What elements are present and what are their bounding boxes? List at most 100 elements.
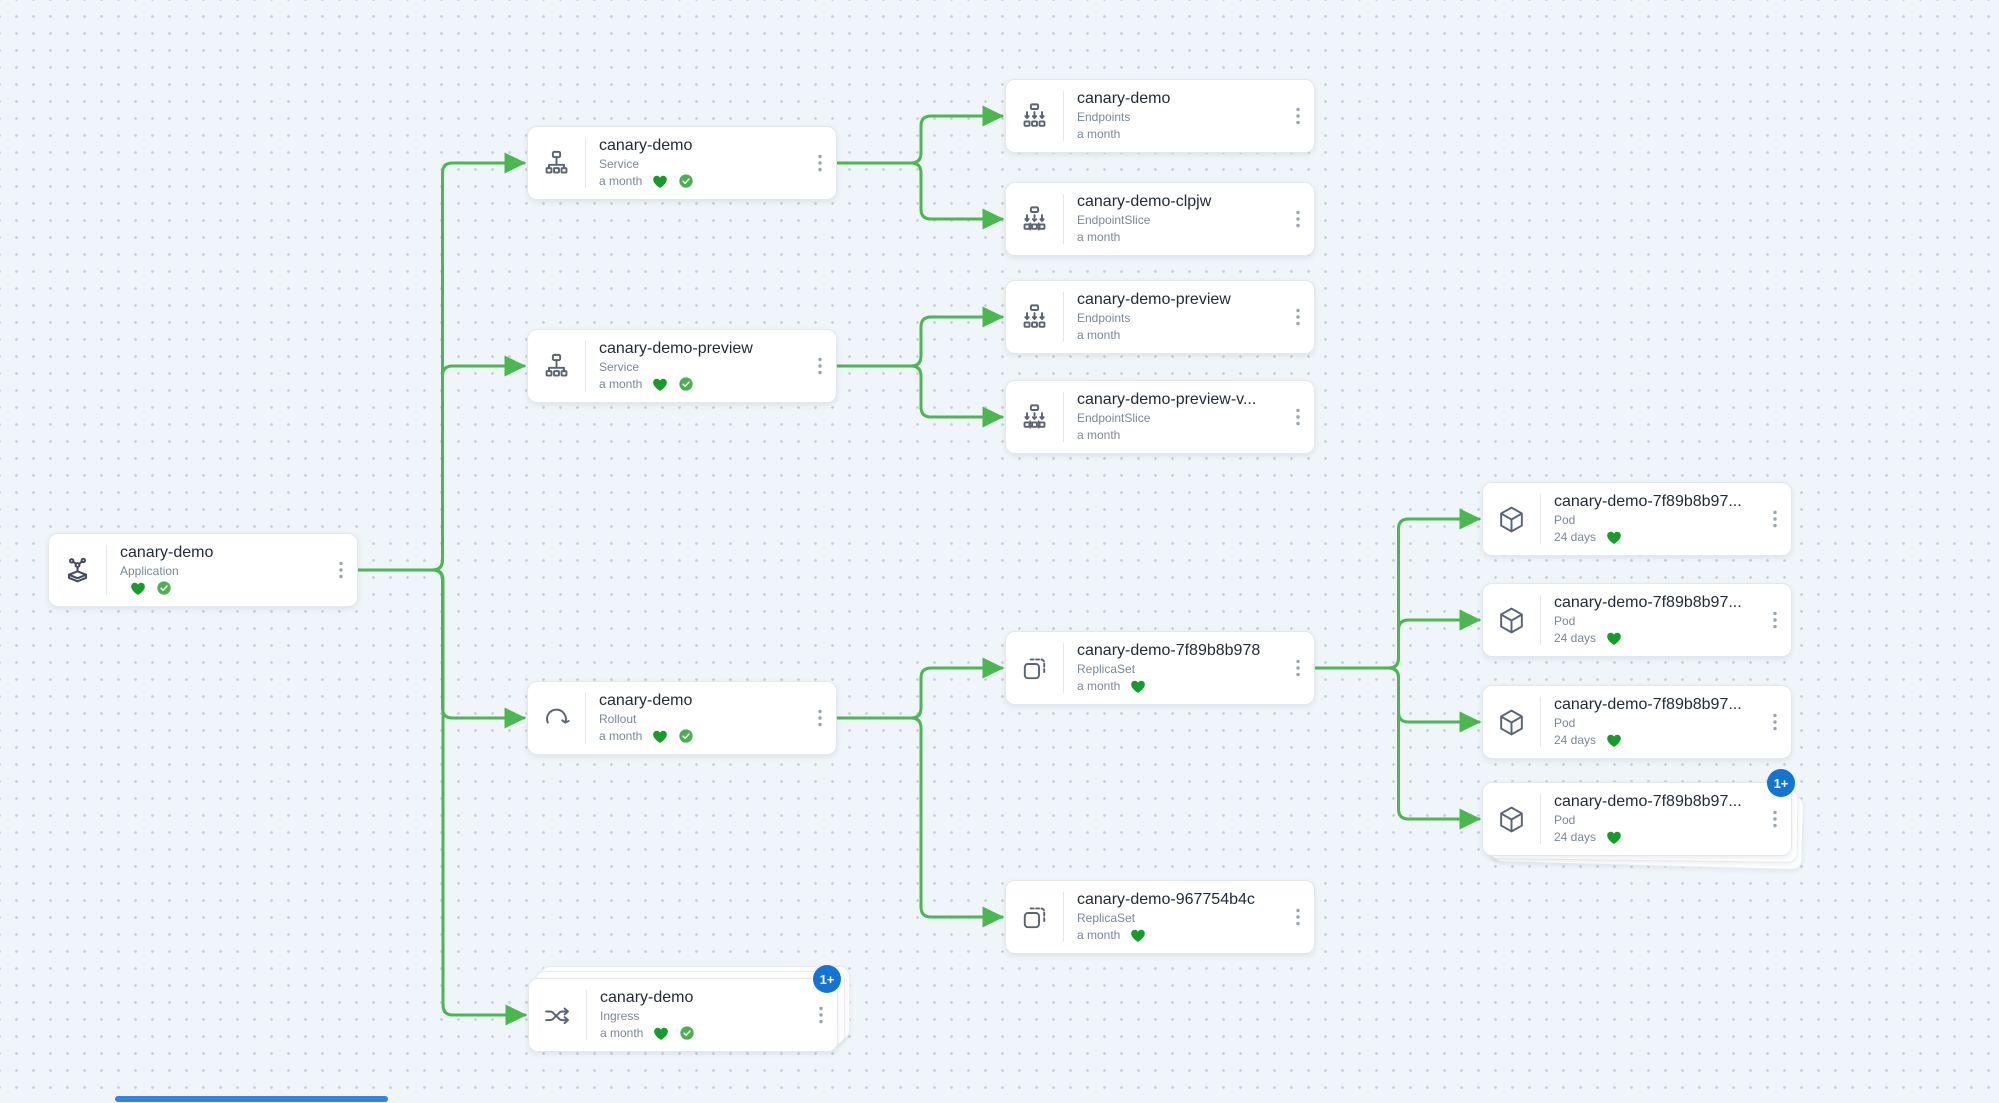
resource-age: 24 days bbox=[1554, 733, 1597, 747]
resource-age: 24 days bbox=[1554, 631, 1597, 645]
card-divider bbox=[1540, 494, 1541, 544]
endpoints-icon bbox=[1006, 281, 1063, 353]
resource-node-pod[interactable]: canary-demo-7f89b8b97... Pod 24 days bbox=[1482, 583, 1792, 657]
resource-card[interactable]: canary-demo-7f89b8b97... Pod 24 days bbox=[1482, 583, 1792, 657]
resource-meta: a month bbox=[1077, 228, 1282, 246]
more-items-badge[interactable]: 1+ bbox=[813, 965, 841, 993]
card-divider bbox=[585, 693, 586, 743]
resource-card[interactable]: canary-demo Rollout a month bbox=[527, 681, 837, 755]
synced-check-icon bbox=[678, 376, 694, 392]
resource-node-ingress[interactable]: canary-demo Ingress a month 1+ bbox=[528, 965, 850, 1052]
resource-text: canary-demo-7f89b8b97... Pod 24 days bbox=[1541, 483, 1759, 555]
resource-meta: 24 days bbox=[1554, 828, 1759, 846]
resource-meta: a month bbox=[1077, 677, 1282, 695]
node-menu-button[interactable] bbox=[1759, 783, 1791, 855]
resource-node-replicaset[interactable]: canary-demo-7f89b8b978 ReplicaSet a mont… bbox=[1005, 631, 1315, 705]
kebab-icon bbox=[1296, 210, 1300, 228]
resource-age: 24 days bbox=[1554, 530, 1597, 544]
node-menu-button[interactable] bbox=[1759, 686, 1791, 758]
resource-card[interactable]: canary-demo Application bbox=[48, 533, 358, 607]
node-menu-button[interactable] bbox=[1282, 80, 1314, 152]
resource-node-endpoints[interactable]: canary-demo Endpoints a month bbox=[1005, 79, 1315, 153]
kebab-icon bbox=[339, 561, 343, 579]
resource-node-pod[interactable]: canary-demo-7f89b8b97... Pod 24 days bbox=[1482, 482, 1792, 556]
resource-card[interactable]: canary-demo Service a month bbox=[527, 126, 837, 200]
resource-meta: a month bbox=[1077, 326, 1282, 344]
resource-card[interactable]: canary-demo-preview-v... EndpointSlice a… bbox=[1005, 380, 1315, 454]
replicaset-icon bbox=[1006, 881, 1063, 953]
node-menu-button[interactable] bbox=[805, 979, 837, 1051]
resource-card[interactable]: canary-demo-clpjw EndpointSlice a month bbox=[1005, 182, 1315, 256]
synced-check-icon bbox=[678, 728, 694, 744]
resource-age: a month bbox=[599, 174, 643, 188]
resource-age: 24 days bbox=[1554, 830, 1597, 844]
resource-kind: Pod bbox=[1554, 716, 1576, 730]
node-menu-button[interactable] bbox=[804, 682, 836, 754]
resource-name: canary-demo-7f89b8b97... bbox=[1554, 696, 1742, 713]
resource-kind: ReplicaSet bbox=[1077, 911, 1136, 925]
resource-kind: EndpointSlice bbox=[1077, 213, 1151, 227]
resource-name: canary-demo-967754b4c bbox=[1077, 891, 1255, 908]
replicaset-icon bbox=[1006, 632, 1063, 704]
resource-card[interactable]: canary-demo Ingress a month 1+ bbox=[528, 965, 841, 1052]
resource-card[interactable]: canary-demo-preview Service a month bbox=[527, 329, 837, 403]
kebab-icon bbox=[818, 357, 822, 375]
resource-node-service[interactable]: canary-demo Service a month bbox=[527, 126, 837, 200]
resource-card[interactable]: canary-demo-7f89b8b97... Pod 24 days bbox=[1482, 685, 1792, 759]
resource-card[interactable]: canary-demo-7f89b8b97... Pod 24 days 1+ bbox=[1482, 769, 1795, 856]
card-divider bbox=[1063, 292, 1064, 342]
node-menu-button[interactable] bbox=[1282, 632, 1314, 704]
node-menu-button[interactable] bbox=[804, 127, 836, 199]
resource-name: canary-demo-clpjw bbox=[1077, 193, 1212, 210]
resource-meta: a month bbox=[1077, 926, 1282, 944]
card-divider bbox=[586, 990, 587, 1040]
resource-node-service[interactable]: canary-demo-preview Service a month bbox=[527, 329, 837, 403]
resource-card[interactable]: canary-demo-preview Endpoints a month bbox=[1005, 280, 1315, 354]
kebab-icon bbox=[1296, 308, 1300, 326]
node-menu-button[interactable] bbox=[1282, 381, 1314, 453]
resource-card[interactable]: canary-demo-967754b4c ReplicaSet a month bbox=[1005, 880, 1315, 954]
resource-card[interactable]: canary-demo Endpoints a month bbox=[1005, 79, 1315, 153]
node-menu-button[interactable] bbox=[1282, 281, 1314, 353]
node-menu-button[interactable] bbox=[1282, 183, 1314, 255]
resource-node-endpointslice[interactable]: canary-demo-preview-v... EndpointSlice a… bbox=[1005, 380, 1315, 454]
pod-icon bbox=[1483, 783, 1540, 855]
resource-kind: Endpoints bbox=[1077, 311, 1131, 325]
card-divider bbox=[1063, 194, 1064, 244]
resource-node-replicaset[interactable]: canary-demo-967754b4c ReplicaSet a month bbox=[1005, 880, 1315, 954]
resource-node-pod[interactable]: canary-demo-7f89b8b97... Pod 24 days 1+ bbox=[1482, 769, 1804, 871]
resource-meta: a month bbox=[1077, 426, 1282, 444]
resource-kind: Rollout bbox=[599, 712, 637, 726]
resource-text: canary-demo-clpjw EndpointSlice a month bbox=[1064, 183, 1282, 255]
synced-check-icon bbox=[678, 173, 694, 189]
node-menu-button[interactable] bbox=[1759, 584, 1791, 656]
resource-node-pod[interactable]: canary-demo-7f89b8b97... Pod 24 days bbox=[1482, 685, 1792, 759]
resource-card[interactable]: canary-demo-7f89b8b978 ReplicaSet a mont… bbox=[1005, 631, 1315, 705]
node-menu-button[interactable] bbox=[1759, 483, 1791, 555]
node-menu-button[interactable] bbox=[325, 534, 357, 606]
resource-age: a month bbox=[1077, 230, 1121, 244]
endpoints-icon bbox=[1006, 80, 1063, 152]
resource-kind: EndpointSlice bbox=[1077, 411, 1151, 425]
horizontal-scrollbar-thumb[interactable] bbox=[115, 1096, 388, 1102]
resource-meta: 24 days bbox=[1554, 528, 1759, 546]
resource-node-endpointslice[interactable]: canary-demo-clpjw EndpointSlice a month bbox=[1005, 182, 1315, 256]
resource-kind: Service bbox=[599, 157, 640, 171]
resource-age: a month bbox=[600, 1026, 644, 1040]
resource-meta: a month bbox=[600, 1024, 805, 1042]
card-divider bbox=[106, 545, 107, 595]
node-menu-button[interactable] bbox=[804, 330, 836, 402]
resource-name: canary-demo-7f89b8b978 bbox=[1077, 642, 1261, 659]
node-menu-button[interactable] bbox=[1282, 881, 1314, 953]
resource-node-rollout[interactable]: canary-demo Rollout a month bbox=[527, 681, 837, 755]
resource-node-application[interactable]: canary-demo Application bbox=[48, 533, 358, 607]
more-items-badge[interactable]: 1+ bbox=[1767, 769, 1795, 797]
resource-node-endpoints[interactable]: canary-demo-preview Endpoints a month bbox=[1005, 280, 1315, 354]
resource-text: canary-demo Rollout a month bbox=[586, 682, 804, 754]
resource-name: canary-demo-7f89b8b97... bbox=[1554, 793, 1742, 810]
resource-age: a month bbox=[1077, 679, 1121, 693]
health-heart-icon bbox=[1605, 732, 1623, 748]
kebab-icon bbox=[818, 709, 822, 727]
resource-card[interactable]: canary-demo-7f89b8b97... Pod 24 days bbox=[1482, 482, 1792, 556]
